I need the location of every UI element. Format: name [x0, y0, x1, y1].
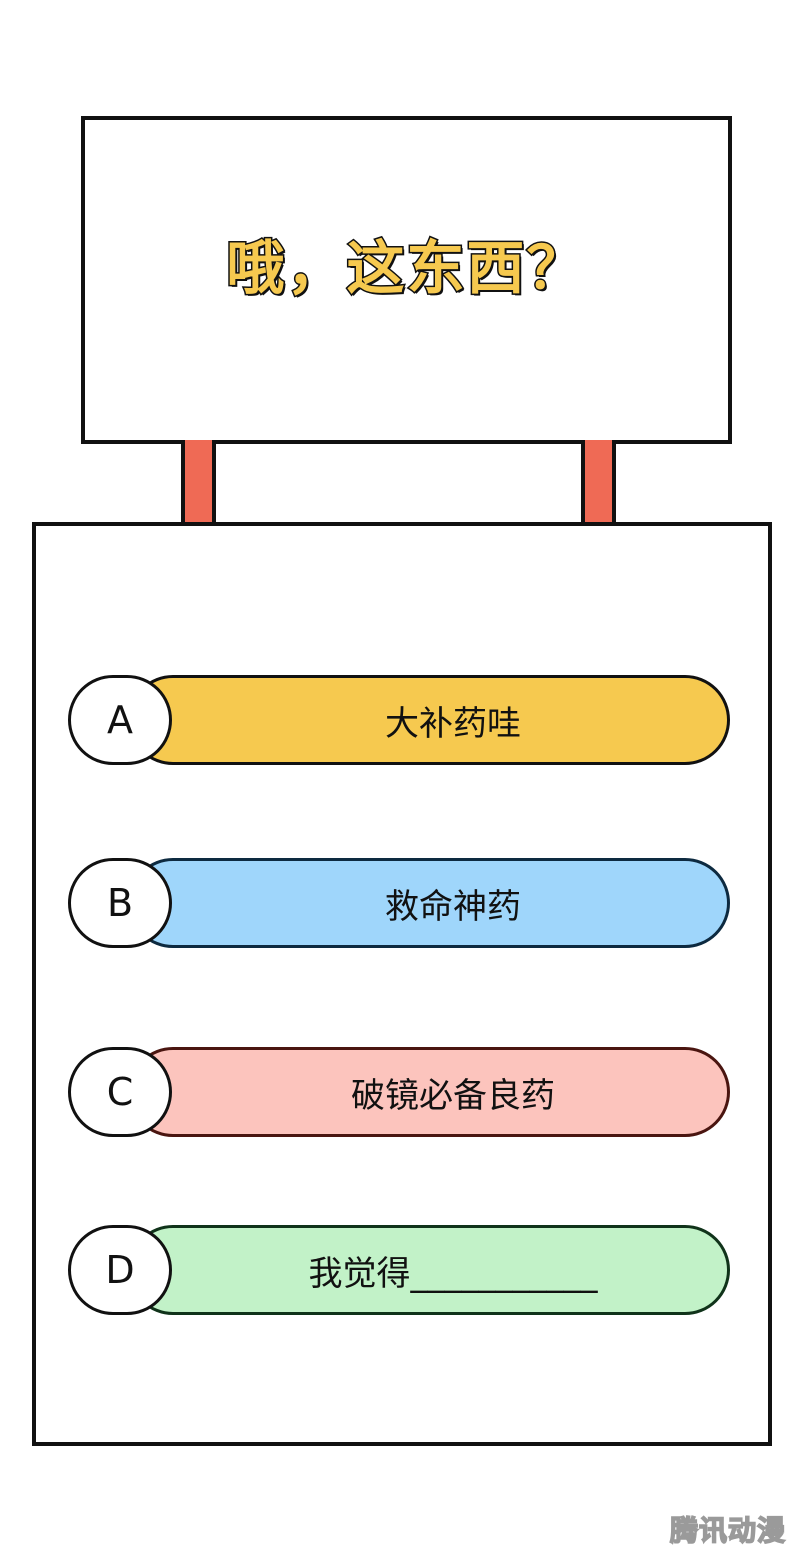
option-a-letter: A: [107, 698, 133, 742]
option-c-text: 破镜必备良药: [351, 1075, 555, 1116]
watermark-logo: 腾讯动漫: [669, 1513, 786, 1548]
option-d-letter: D: [105, 1248, 135, 1292]
option-a[interactable]: 大补药哇 A: [68, 675, 730, 765]
option-b[interactable]: 救命神药 B: [68, 858, 730, 948]
option-d-text: 我觉得___________: [308, 1253, 598, 1294]
option-c-bar[interactable]: 破镜必备良药: [128, 1047, 730, 1137]
option-b-text: 救命神药: [385, 886, 521, 927]
option-a-text: 大补药哇: [385, 703, 521, 744]
option-a-badge[interactable]: A: [68, 675, 172, 765]
sign-post-left: [181, 440, 216, 526]
option-b-letter: B: [106, 881, 134, 925]
option-d[interactable]: 我觉得___________ D: [68, 1225, 730, 1315]
option-d-bar[interactable]: 我觉得___________: [128, 1225, 730, 1315]
question-sign: 哦，这东西？: [81, 116, 732, 444]
option-c[interactable]: 破镜必备良药 C: [68, 1047, 730, 1137]
option-d-badge[interactable]: D: [68, 1225, 172, 1315]
option-b-bar[interactable]: 救命神药: [128, 858, 730, 948]
sign-post-right: [581, 440, 616, 526]
option-b-badge[interactable]: B: [68, 858, 172, 948]
question-title: 哦，这东西？: [225, 233, 587, 304]
option-c-letter: C: [106, 1070, 134, 1114]
option-a-bar[interactable]: 大补药哇: [128, 675, 730, 765]
option-c-badge[interactable]: C: [68, 1047, 172, 1137]
